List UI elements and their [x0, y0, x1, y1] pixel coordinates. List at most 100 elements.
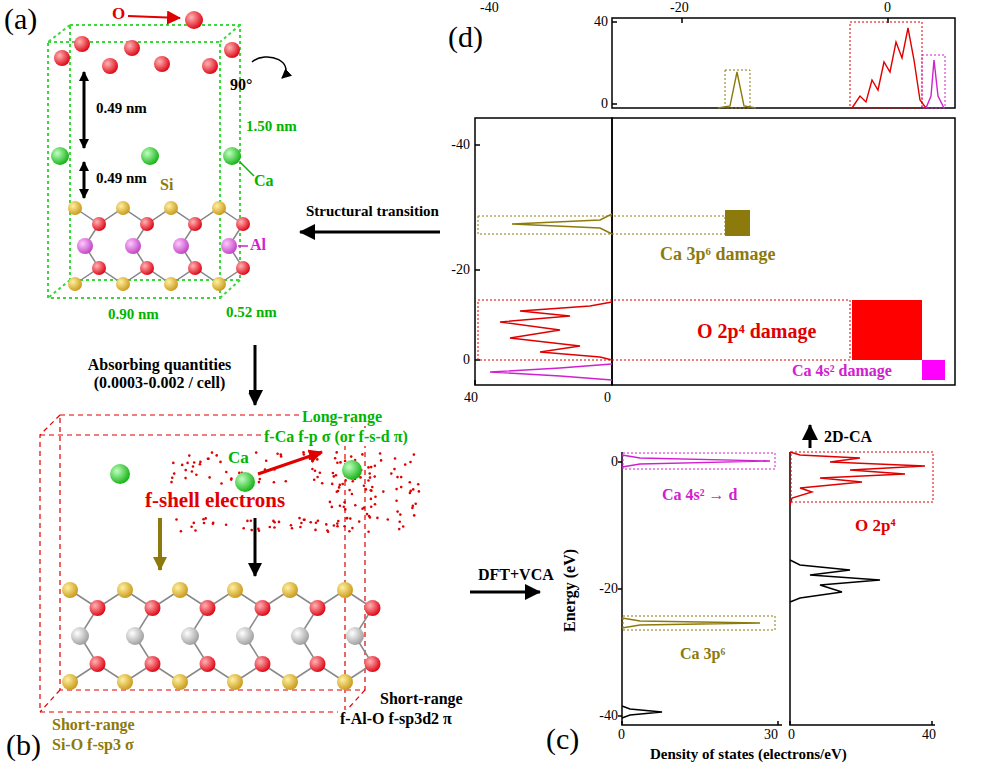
- electron-dot: [368, 472, 371, 475]
- edge-label: 2D-CA: [822, 428, 874, 446]
- electron-dot: [379, 452, 382, 455]
- electron-dot: [184, 469, 187, 472]
- curve: [512, 214, 612, 234]
- tick: [618, 462, 932, 725]
- damage-square: [725, 210, 750, 236]
- curve: [926, 60, 944, 108]
- panel-letter: (b): [6, 728, 41, 763]
- electron-label: f-shell electrons: [145, 488, 285, 512]
- axis: [622, 452, 782, 725]
- electron-dot: [339, 505, 342, 508]
- tick-label: -40: [592, 708, 618, 724]
- electron-dot: [399, 513, 402, 516]
- electron-dot: [343, 501, 346, 504]
- electron-dot: [207, 458, 210, 461]
- electron-dot: [319, 472, 322, 475]
- calcium-atom: [51, 147, 69, 165]
- angle-label: 90°: [230, 76, 252, 94]
- electron-dot: [273, 481, 276, 484]
- dimension: 1.50 nm: [246, 118, 297, 135]
- cell-edge: [48, 42, 220, 298]
- electron-dot: [414, 503, 417, 506]
- electron-dot: [336, 522, 339, 525]
- electron-dot: [334, 457, 337, 460]
- panel-letter: (a): [4, 2, 37, 37]
- electron-dot: [338, 486, 341, 489]
- electron-dot: [395, 500, 398, 503]
- curve: [852, 28, 926, 108]
- oxygen-atom: [185, 11, 203, 29]
- electron-dot: [370, 489, 373, 492]
- silicon-atom: [164, 277, 178, 291]
- damage-label: Ca 4s² damage: [792, 362, 892, 380]
- range-label: Short-range: [378, 690, 465, 708]
- oxygen-atom: [365, 656, 381, 672]
- oxygen-atom: [255, 656, 271, 672]
- axis-title: Density of states (electrons/eV): [650, 746, 847, 763]
- electron-dot: [302, 451, 305, 454]
- damage-label: O 2p⁴ damage: [697, 320, 816, 343]
- electron-dot: [191, 470, 194, 473]
- dimension-arrow: [83, 162, 86, 198]
- electron-dot: [280, 453, 283, 456]
- oxygen-atom: [140, 217, 154, 231]
- electron-dot: [192, 465, 195, 468]
- orbital-label: Ca 4s² → d: [662, 486, 737, 504]
- curve: [490, 364, 612, 380]
- tick-label: 0: [884, 0, 891, 16]
- electron-dot: [315, 522, 318, 525]
- electron-dot: [369, 516, 372, 519]
- silicon-atom: [172, 674, 188, 690]
- electron-dot: [171, 477, 174, 480]
- flow-arrow: [470, 591, 540, 594]
- tick-label: -40: [438, 137, 470, 153]
- aluminosilicate-layer: [62, 582, 381, 690]
- cell-edge: [70, 25, 240, 280]
- dotted-boxes: [623, 452, 933, 630]
- oxygen-atom: [92, 217, 106, 231]
- panel-d: (d)-40-200400-40-200400Ca 3p⁶ damageO 2p…: [440, 0, 982, 425]
- electron-dot: [343, 525, 346, 528]
- electron-dot: [370, 489, 373, 492]
- electron-dot: [208, 476, 211, 479]
- electron-dot: [370, 498, 373, 501]
- electron-dot: [291, 527, 294, 530]
- dimension: 0.49 nm: [96, 100, 147, 117]
- electron-dot: [351, 527, 354, 530]
- electron-dot: [409, 492, 412, 495]
- oxygen-atom: [154, 56, 170, 72]
- electron-dot: [329, 501, 332, 504]
- electron-dot: [400, 486, 403, 489]
- electron-dot: [374, 503, 377, 506]
- unit-cell: [40, 415, 365, 712]
- electron-dot: [344, 460, 347, 463]
- electron-dot: [396, 476, 399, 479]
- flow-arrow: [254, 345, 257, 405]
- electron-dot: [290, 524, 293, 527]
- oxygen-atom: [145, 656, 161, 672]
- dotted-box: [922, 55, 945, 108]
- aluminium-atom: [173, 238, 189, 254]
- electron-dot: [335, 451, 338, 454]
- electron-dot: [412, 488, 415, 491]
- oxygen-atom: [145, 600, 161, 616]
- aluminium-atom: [291, 627, 309, 645]
- calcium-atom: [223, 147, 241, 165]
- electron-dot: [366, 513, 369, 516]
- electron-dot: [203, 522, 206, 525]
- damage-square: [922, 360, 945, 380]
- axis-title: Energy (eV): [561, 549, 579, 632]
- electron-dot: [199, 463, 202, 466]
- electron-dot: [250, 529, 253, 532]
- oxygen-atom: [90, 600, 106, 616]
- electron-dot: [344, 479, 347, 482]
- panel-b: Long-rangef-Ca f-p σ (or f-s-d π)Caf-she…: [0, 405, 470, 766]
- electron-dot: [311, 468, 314, 471]
- electron-dot: [316, 458, 319, 461]
- electron-dot: [335, 474, 338, 477]
- aluminium-atom: [125, 238, 141, 254]
- electron-dot: [339, 461, 342, 464]
- silicon-atom: [164, 201, 178, 215]
- electron-dot: [400, 476, 403, 479]
- tick-label: 0: [592, 454, 618, 470]
